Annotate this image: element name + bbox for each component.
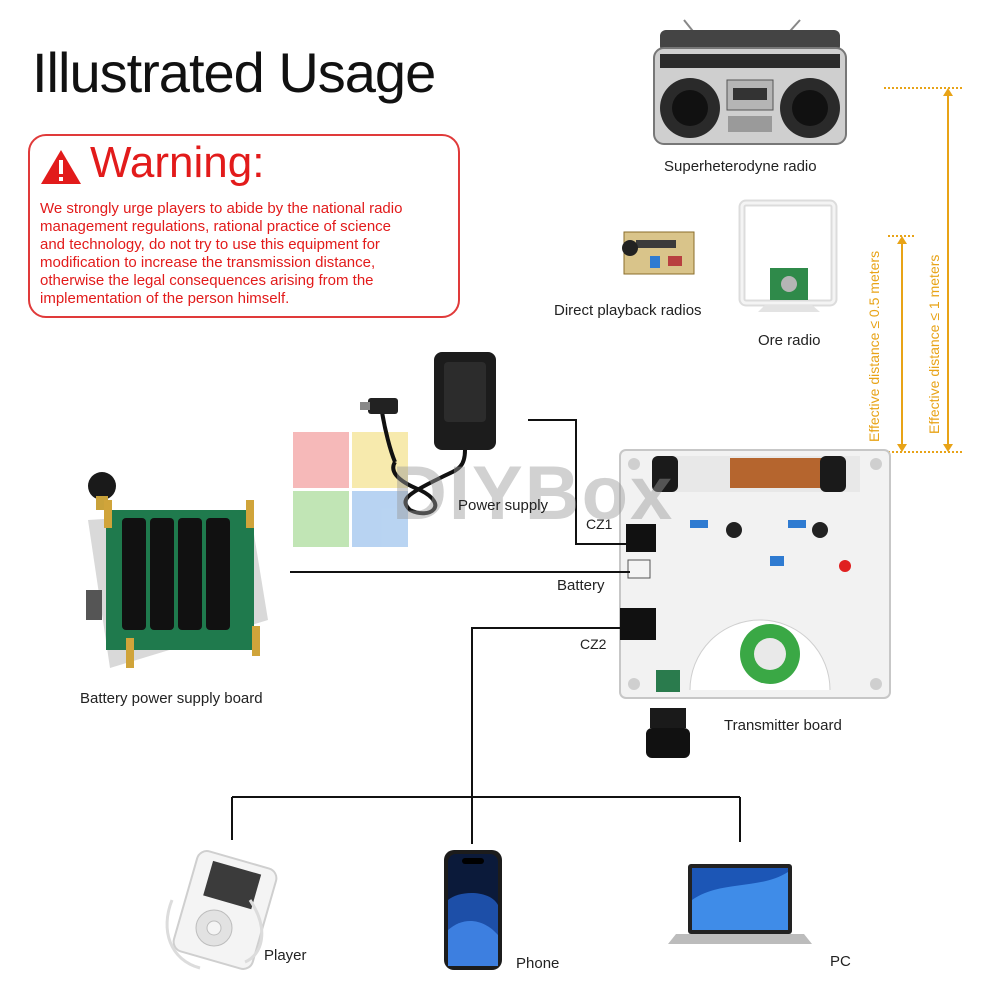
direct-playback-radios-label: Direct playback radios: [554, 302, 702, 319]
battery-label: Battery: [557, 577, 605, 594]
warning-line: implementation of the person himself.: [40, 290, 290, 307]
warning-icon: [41, 150, 81, 184]
warning-line: and technology, do not try to use this e…: [40, 236, 380, 253]
power-supply-label: Power supply: [458, 497, 549, 514]
direct-playback-radio-image: [622, 231, 695, 275]
watermark-logo: [293, 432, 408, 547]
warning-text: We strongly urge players to abide by the…: [40, 200, 452, 308]
pc-label: PC: [830, 953, 851, 970]
superheterodyne-radio-image: [653, 19, 847, 145]
battery-board-label: Battery power supply board: [80, 690, 263, 707]
transmitter-board-image: [619, 449, 891, 758]
distance-one-meter-label: Effective distance ≤ 1 meters: [926, 254, 942, 434]
warning-line: modification to increase the transmissio…: [40, 254, 376, 271]
player-label: Player: [264, 947, 307, 964]
battery-board-image: [86, 472, 268, 668]
ore-radio-label: Ore radio: [758, 332, 821, 349]
warning-heading: Warning:: [90, 138, 265, 187]
player-image: [165, 850, 278, 970]
watermark-text: DIYBox: [392, 451, 675, 536]
connection-lines: [231, 419, 741, 844]
distance-half-meter-label: Effective distance ≤ 0.5 meters: [866, 250, 882, 442]
transmitter-board-label: Transmitter board: [724, 717, 842, 734]
page-title: Illustrated Usage: [32, 41, 436, 104]
warning-line: otherwise the legal consequences arising…: [40, 272, 374, 289]
warning-box: [28, 134, 460, 318]
phone-label: Phone: [516, 955, 560, 972]
warning-line: management regulations, rational practic…: [40, 218, 392, 235]
cz2-label: CZ2: [580, 636, 607, 652]
superheterodyne-radio-label: Superheterodyne radio: [664, 158, 817, 175]
distance-brackets: [884, 87, 962, 453]
pc-image: [668, 864, 812, 944]
power-adapter-image: [360, 352, 496, 516]
ore-radio-image: [738, 199, 838, 312]
cz1-label: CZ1: [586, 516, 613, 532]
warning-line: We strongly urge players to abide by the…: [40, 200, 403, 217]
phone-image: [444, 850, 502, 970]
